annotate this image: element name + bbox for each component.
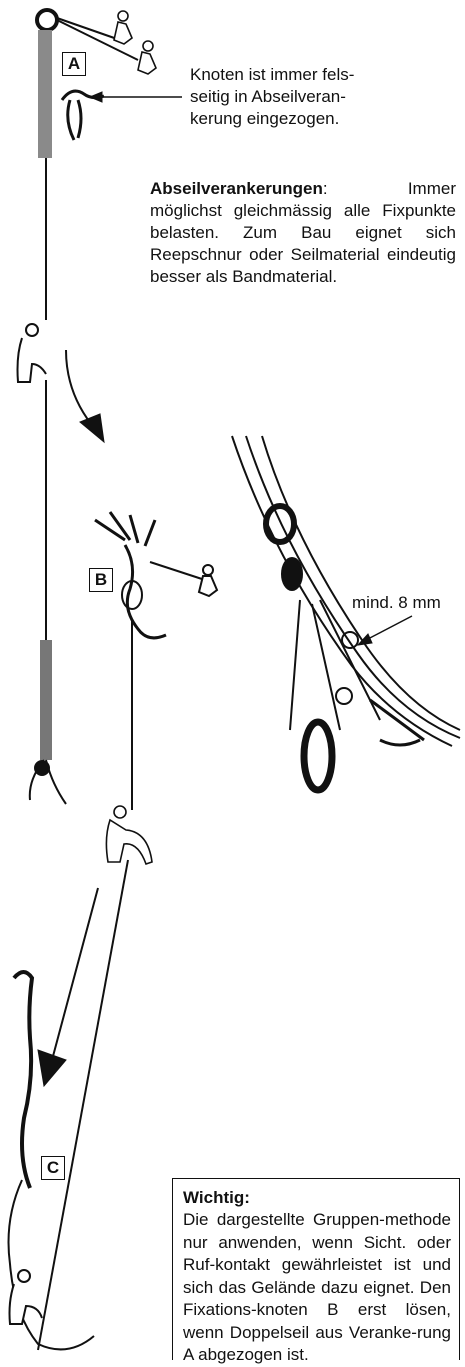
knot-note-pointer <box>90 92 182 102</box>
rope-diameter-pointer <box>358 616 412 645</box>
climbers-top-drawing <box>114 11 156 74</box>
arrow-a-to-b <box>66 350 104 442</box>
important-heading: Wichtig: <box>183 1187 451 1209</box>
abseiler-b-drawing <box>106 806 152 864</box>
label-b: B <box>89 568 113 592</box>
knot-note: Knoten ist immer fels-seitig in Abseilve… <box>190 64 370 130</box>
anchors-term: Abseilverankerungen <box>150 179 323 198</box>
rope-a-drawing <box>18 158 67 804</box>
rope-diameter-label: mind. 8 mm <box>352 592 441 614</box>
important-text: Die dargestellte Gruppen-methode nur anw… <box>183 1209 451 1367</box>
label-a: A <box>62 52 86 76</box>
important-box: Wichtig: Die dargestellte Gruppen-method… <box>172 1178 460 1360</box>
label-c: C <box>41 1156 65 1180</box>
arrow-b-to-c <box>38 888 98 1086</box>
anchors-paragraph: Abseilverankerungen: Immer möglichst gle… <box>150 178 456 288</box>
